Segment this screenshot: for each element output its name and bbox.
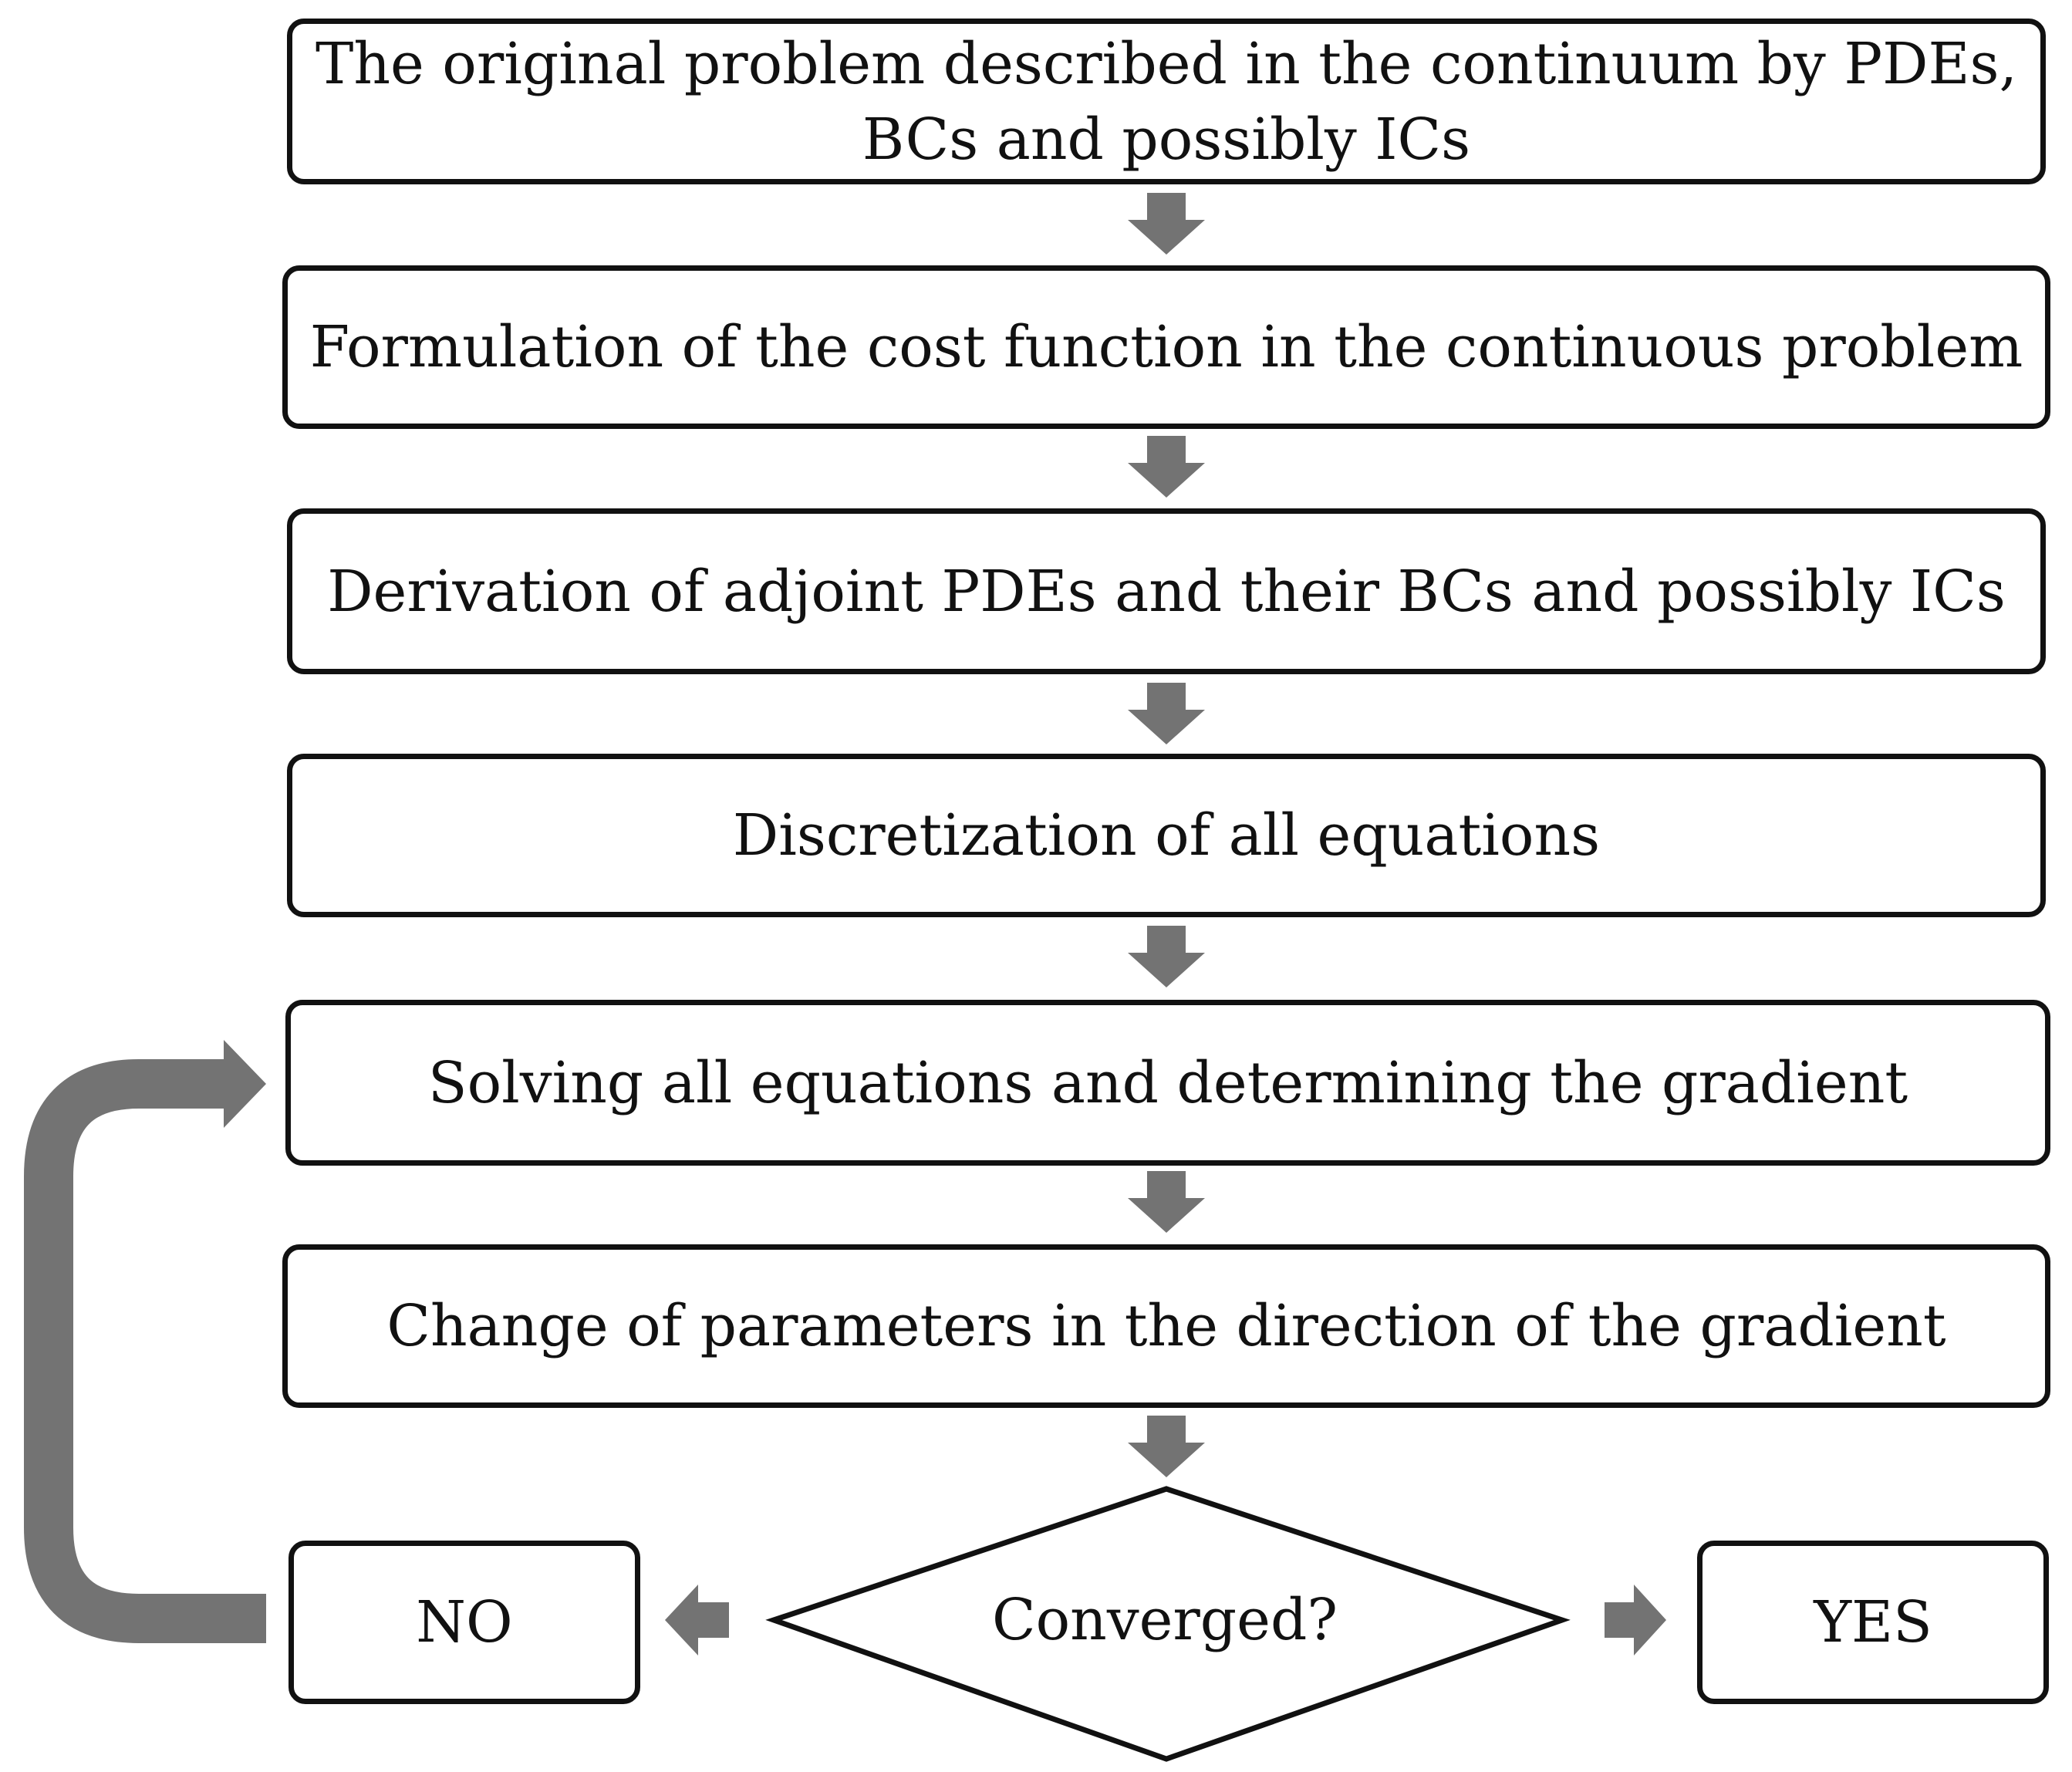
outcome-yes-label: YES: [1814, 1589, 1932, 1656]
decision-label: Converged?: [991, 1587, 1338, 1653]
step-cost-function: Formulation of the cost function in the …: [282, 265, 2050, 429]
down-arrow-1: [1128, 193, 1205, 255]
down-arrow-5: [1128, 1171, 1205, 1233]
outcome-no-box: NO: [289, 1541, 640, 1704]
loop-back-arrowhead: [224, 1040, 266, 1128]
outcome-no-label: NO: [416, 1589, 513, 1656]
step-solving-label: Solving all equations and determining th…: [427, 1049, 1908, 1116]
loop-back-arrow: [23, 1059, 266, 1643]
step-adjoint-derivation-label: Derivation of adjoint PDEs and their BCs…: [327, 558, 2006, 625]
step-adjoint-derivation: Derivation of adjoint PDEs and their BCs…: [287, 508, 2046, 674]
down-arrow-4: [1128, 926, 1205, 987]
down-arrow-6: [1128, 1416, 1205, 1477]
step-change-parameters: Change of parameters in the direction of…: [282, 1244, 2050, 1408]
step-change-parameters-label: Change of parameters in the direction of…: [386, 1293, 1946, 1359]
down-arrow-2: [1128, 436, 1205, 498]
step-solving: Solving all equations and determining th…: [285, 1000, 2050, 1166]
right-arrow-yes: [1605, 1585, 1666, 1656]
outcome-yes-box: YES: [1697, 1541, 2049, 1704]
step-cost-function-label: Formulation of the cost function in the …: [309, 314, 2023, 380]
decision-diamond: [765, 1486, 1571, 1762]
step-discretization: Discretization of all equations: [287, 754, 2046, 917]
step-original-problem: The original problem described in the co…: [287, 19, 2046, 184]
left-arrow-no: [665, 1585, 729, 1656]
step-original-problem-label: The original problem described in the co…: [315, 30, 2018, 173]
step-discretization-label: Discretization of all equations: [732, 802, 1601, 869]
down-arrow-3: [1128, 683, 1205, 744]
